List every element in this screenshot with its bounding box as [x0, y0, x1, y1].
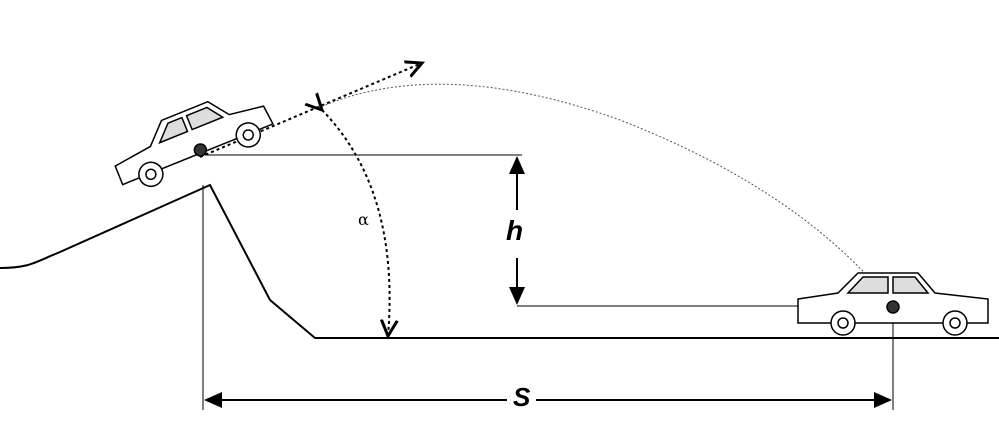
ground-profile [0, 183, 999, 339]
angle-label: α [358, 210, 369, 229]
launch-direction-arrow [199, 63, 422, 158]
landed-car [797, 272, 989, 336]
height-label: h [506, 215, 524, 246]
distance-label: S [507, 382, 537, 413]
trajectory-curve [317, 83, 891, 303]
car-on-ramp [114, 100, 274, 188]
angle-arc [322, 110, 390, 336]
